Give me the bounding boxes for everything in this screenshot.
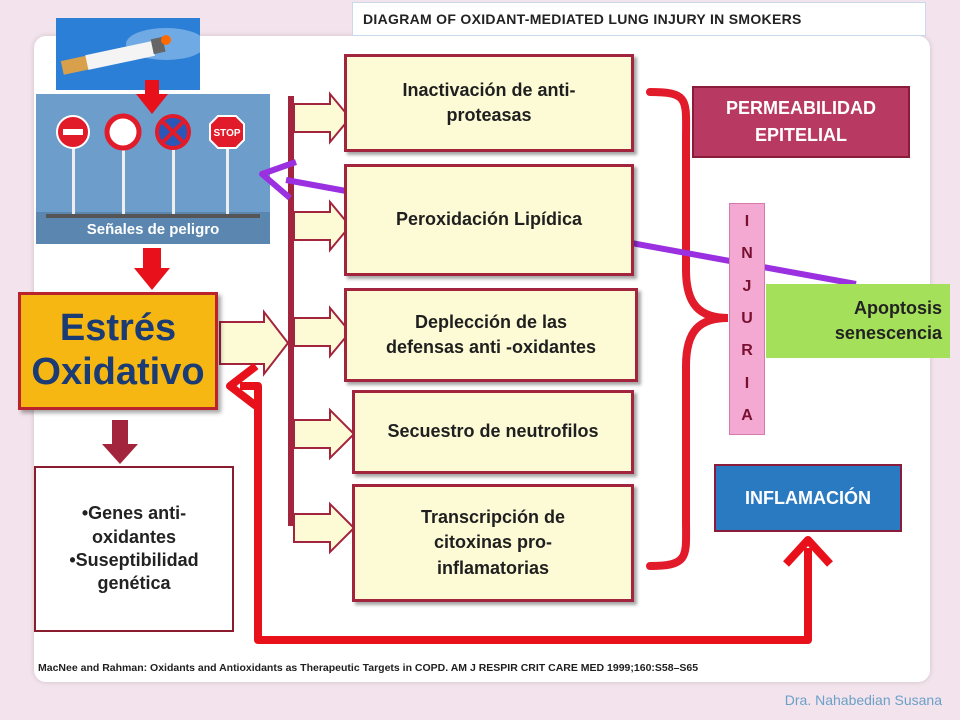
- mechanism-antioxidant-depletion-line2: defensas anti -oxidantes: [385, 337, 597, 357]
- author-credit: Dra. Nahabedian Susana: [784, 692, 942, 708]
- arrow-signs-to-stress: [134, 248, 170, 290]
- mechanism-neutrophil-sequestration: Secuestro de neutrofilos: [352, 390, 634, 474]
- mechanism-cytokine-transcription-line1: Transcripción de: [420, 507, 566, 528]
- injury-letter: A: [741, 406, 753, 424]
- branch-arrow-4: [293, 407, 356, 461]
- oxidative-stress-line2: Oxidativo: [31, 351, 205, 393]
- injury-letter: U: [741, 309, 753, 327]
- epithelial-permeability-box: PERMEABILIDAD EPITELIAL: [692, 86, 910, 158]
- cigarette-image: [56, 18, 200, 90]
- genes-line4: genética: [97, 573, 171, 594]
- permeability-line2: EPITELIAL: [754, 125, 847, 145]
- branch-arrow-5: [293, 501, 356, 555]
- apoptosis-box: Apoptosis senescencia: [766, 284, 950, 358]
- branch-arrow-1: [293, 91, 352, 145]
- mechanism-lipid-peroxidation-text: Peroxidación Lipídica: [395, 209, 583, 230]
- mechanism-antiprotease: Inactivación de anti-proteasas: [344, 54, 634, 152]
- genes-box: •Genes anti- oxidantes •Suseptibilidad g…: [34, 466, 234, 632]
- branch-arrow-2: [293, 199, 352, 253]
- apoptosis-line1: Apoptosis: [854, 297, 942, 318]
- mechanism-cytokine-transcription-line2: citoxinas pro-: [433, 532, 552, 553]
- genes-line1: •Genes anti-: [81, 503, 187, 524]
- oxidative-stress-line1: Estrés: [59, 307, 177, 350]
- arrow-cigarette-to-signs: [136, 80, 168, 114]
- mechanism-antioxidant-depletion-line1: Deplección de las: [414, 311, 568, 332]
- inflammation-text: INFLAMACIÓN: [745, 487, 871, 508]
- cigarette-icon: [56, 18, 200, 90]
- feedback-loop-line: [240, 382, 812, 644]
- injury-letter: N: [741, 245, 753, 263]
- arrow-stress-right: [219, 309, 290, 377]
- diagram-title-text: DIAGRAM OF OXIDANT-MEDIATED LUNG INJURY …: [363, 11, 802, 27]
- danger-signs-label: Señales de peligro: [86, 221, 220, 238]
- injury-letter: I: [744, 374, 750, 392]
- permeability-line1: PERMEABILIDAD: [725, 98, 876, 118]
- mechanism-cytokine-transcription-line3: inflamatorias: [436, 557, 550, 578]
- injury-letter: R: [741, 342, 753, 360]
- danger-signs-image: STOP Señales de peligro: [36, 94, 270, 244]
- mechanism-antioxidant-depletion: Deplección de las defensas anti -oxidante…: [344, 288, 638, 382]
- genes-line2: oxidantes: [91, 526, 177, 547]
- mechanism-antiprotease-line2: proteasas: [446, 105, 532, 125]
- mechanism-connector: [288, 96, 294, 526]
- injury-letter: I: [744, 213, 750, 231]
- danger-signs-icon: STOP: [36, 94, 270, 244]
- branch-arrow-3: [293, 305, 352, 359]
- mechanism-cytokine-transcription: Transcripción de citoxinas pro-inflamator…: [352, 484, 634, 602]
- feedback-arrowhead-left: [226, 362, 259, 410]
- injury-bracket: [646, 88, 729, 570]
- diagram-title: DIAGRAM OF OXIDANT-MEDIATED LUNG INJURY …: [352, 2, 926, 36]
- apoptosis-line2: senescencia: [834, 323, 942, 343]
- arrow-stress-to-genes: [102, 420, 138, 464]
- citation: MacNee and Rahman: Oxidants and Antioxid…: [38, 662, 699, 674]
- genes-line3: •Suseptibilidad: [69, 550, 199, 570]
- mechanism-neutrophil-sequestration-text: Secuestro de neutrofilos: [387, 421, 599, 442]
- branch-arrows: [293, 91, 356, 555]
- feedback-arrowhead-up: [783, 536, 833, 567]
- svg-text:STOP: STOP: [213, 128, 240, 139]
- injury-vertical-label: I N J U R I A: [729, 203, 765, 435]
- mechanism-antiprotease-line1: Inactivación de anti-: [402, 79, 576, 100]
- injury-letter: J: [742, 277, 752, 295]
- inflammation-box: INFLAMACIÓN: [714, 464, 902, 532]
- mechanism-lipid-peroxidation: Peroxidación Lipídica: [344, 164, 634, 276]
